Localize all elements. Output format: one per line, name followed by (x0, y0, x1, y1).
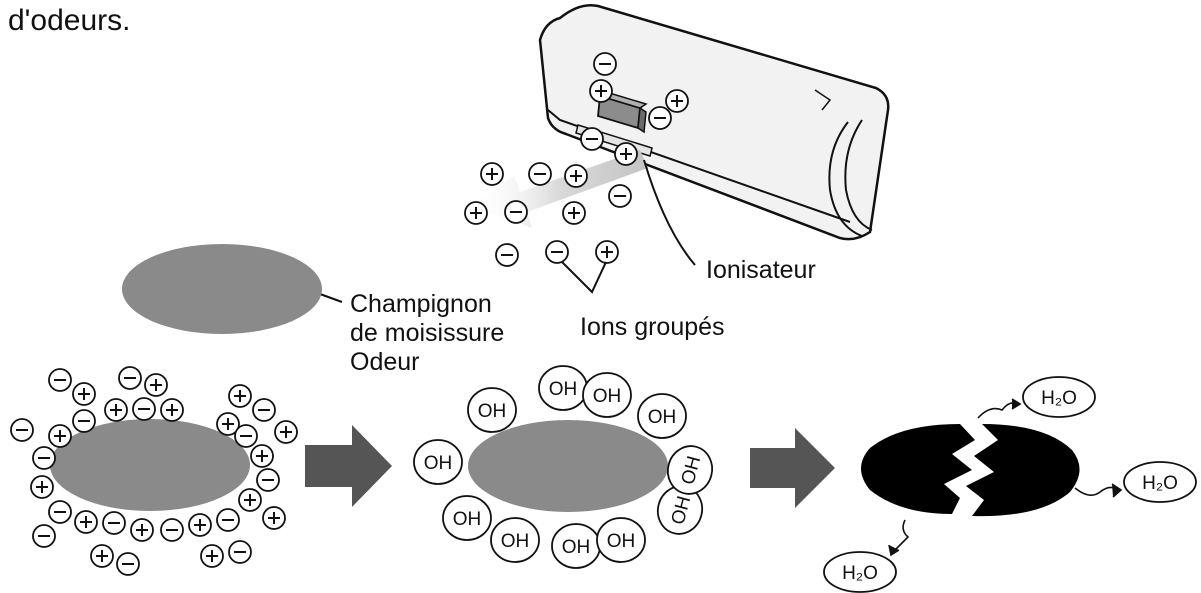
svg-text:OH: OH (562, 537, 591, 558)
oh-molecule: OH (538, 365, 588, 411)
ion-plus-icon (228, 384, 252, 408)
svg-text:OH: OH (549, 379, 578, 400)
ion-minus-icon (608, 184, 632, 208)
ion-plus-icon (104, 398, 128, 422)
ion-plus-icon (144, 373, 168, 397)
ion-plus-icon (564, 164, 588, 188)
mold-with-ions (50, 419, 250, 511)
header-partial-text: d'odeurs. (8, 4, 130, 37)
ion-plus-icon (464, 201, 488, 225)
ion-plus-icon (262, 506, 286, 530)
oh-molecule: OH (666, 445, 714, 495)
ion-minus-icon (593, 52, 617, 76)
ion-minus-icon (118, 366, 142, 390)
ion-minus-icon (48, 368, 72, 392)
ion-minus-icon (160, 518, 184, 542)
ion-minus-icon (234, 424, 258, 448)
ion-plus-icon (238, 488, 262, 512)
oh-molecule: OH (467, 387, 517, 433)
ion-minus-icon (48, 500, 72, 524)
ion-minus-icon (10, 418, 34, 442)
oh-molecule: OH (551, 523, 601, 569)
ion-minus-icon (32, 524, 56, 548)
mold-with-oh (468, 420, 668, 512)
svg-text:OH: OH (501, 531, 530, 552)
ion-minus-icon (545, 240, 569, 264)
ionizer-leader-line (643, 159, 696, 266)
ion-plus-icon (589, 79, 613, 103)
ion-minus-icon (495, 243, 519, 267)
h2o-molecule: H₂O (1022, 376, 1096, 418)
ion-minus-icon (580, 127, 604, 151)
ion-plus-icon (480, 162, 504, 186)
svg-text:H₂O: H₂O (1041, 388, 1077, 409)
release-arrows (888, 398, 1123, 557)
ion-minus-icon (648, 106, 672, 130)
mold-label-line3: Odeur (350, 348, 419, 376)
ion-minus-icon (132, 397, 156, 421)
ion-plus-icon (188, 513, 212, 537)
ion-plus-icon (274, 420, 298, 444)
mold-label-line2: de moisissure (350, 319, 504, 347)
svg-text:OH: OH (648, 407, 677, 428)
h2o-molecule: H₂O (1123, 461, 1197, 503)
air-conditioner-icon (538, 4, 890, 241)
svg-text:OH: OH (424, 453, 453, 474)
oh-molecule: OH (490, 517, 540, 563)
ion-plus-icon (48, 424, 72, 448)
ion-plus-icon (595, 240, 619, 264)
oh-molecule: OH (637, 393, 687, 439)
ion-plus-icon (72, 382, 96, 406)
ion-minus-icon (72, 409, 96, 433)
oh-molecule: OH (582, 372, 632, 418)
ionizer-label: Ionisateur (706, 256, 816, 284)
mold-label-line1: Champignon (350, 290, 492, 318)
mold-spore-icon (122, 244, 322, 334)
ion-minus-icon (528, 162, 552, 186)
oh-molecule: OH (656, 485, 704, 535)
process-arrow-icon (305, 425, 392, 507)
svg-text:OH: OH (607, 531, 636, 552)
svg-text:OH: OH (453, 509, 482, 530)
ion-minus-icon (216, 508, 240, 532)
svg-text:H₂O: H₂O (842, 563, 878, 584)
oh-molecule: OH (442, 495, 492, 541)
ion-minus-icon (252, 398, 276, 422)
ion-minus-icon (116, 552, 140, 576)
ion-plus-icon (30, 475, 54, 499)
svg-text:H₂O: H₂O (1142, 473, 1178, 494)
svg-text:OH: OH (593, 386, 622, 407)
ion-minus-icon (504, 200, 528, 224)
h2o-molecule: H₂O (823, 551, 897, 593)
ion-plus-icon (160, 398, 184, 422)
ion-minus-icon (228, 540, 252, 564)
cluster-leader-line (561, 261, 607, 294)
process-arrow-icon (750, 428, 835, 508)
ion-plus-icon (250, 444, 274, 468)
ion-plus-icon (74, 510, 98, 534)
cluster-ions-label: Ions groupés (580, 313, 725, 341)
oh-radicals: OH OH OH OH OH OH OH OH (413, 365, 714, 569)
oh-molecule: OH (413, 439, 463, 485)
ion-plus-icon (130, 518, 154, 542)
ion-plus-icon (200, 544, 224, 568)
svg-text:OH: OH (478, 401, 507, 422)
ion-minus-icon (256, 468, 280, 492)
ion-plus-icon (562, 201, 586, 225)
ion-minus-icon (32, 446, 56, 470)
ion-minus-icon (102, 511, 126, 535)
ion-plus-icon (614, 142, 638, 166)
oh-molecule: OH (596, 517, 646, 563)
ion-plus-icon (665, 89, 689, 113)
ion-plus-icon (90, 544, 114, 568)
broken-mold-icon (861, 424, 1080, 517)
